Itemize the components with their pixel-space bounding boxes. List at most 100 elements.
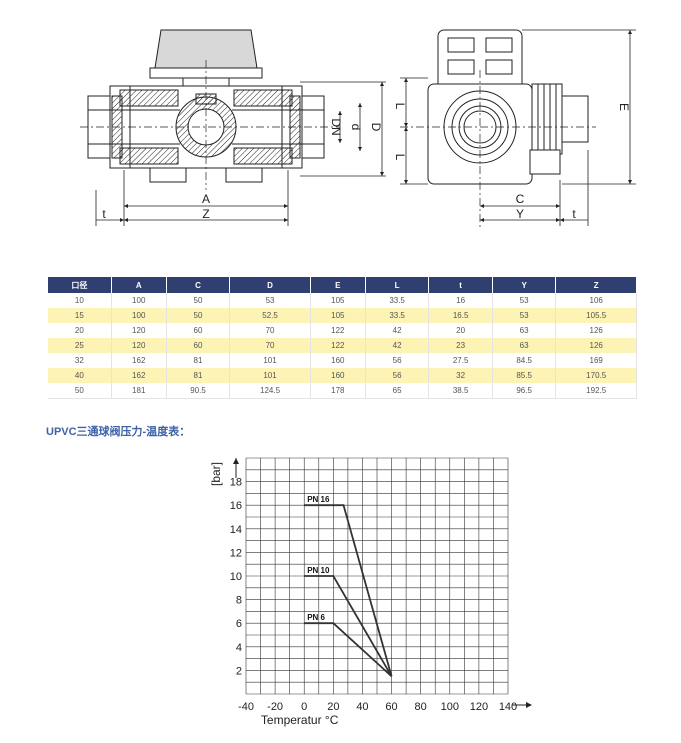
column-header: t bbox=[428, 277, 493, 293]
y-axis-label: [bar] bbox=[209, 462, 223, 486]
x-tick-label: 20 bbox=[327, 701, 339, 713]
series-label: PN 6 bbox=[307, 613, 325, 622]
dim-label-A: A bbox=[202, 192, 210, 206]
table-cell: 122 bbox=[310, 338, 366, 353]
x-tick-label: 100 bbox=[441, 701, 459, 713]
x-tick-label: 140 bbox=[499, 701, 517, 713]
front-view-drawing bbox=[80, 29, 340, 190]
x-axis-label: Temperatur °C bbox=[261, 713, 339, 727]
table-cell: 42 bbox=[365, 338, 430, 353]
column-header: D bbox=[229, 277, 311, 293]
column-header: C bbox=[166, 277, 231, 293]
dim-label-t-front: t bbox=[102, 207, 106, 221]
dim-label-C: C bbox=[516, 192, 525, 206]
table-cell: 32 bbox=[428, 368, 493, 383]
side-view-drawing bbox=[400, 29, 596, 228]
x-axis-arrowhead bbox=[526, 702, 532, 708]
table-cell: 63 bbox=[492, 338, 557, 353]
table-cell: 90.5 bbox=[166, 383, 231, 399]
table-cell: 20 bbox=[48, 323, 112, 338]
table-cell: 105 bbox=[310, 293, 366, 308]
dim-label-D: D bbox=[369, 123, 383, 132]
series-line-pn-16 bbox=[304, 504, 393, 677]
table-header-row: 口径 A C D E L t Y Z bbox=[48, 277, 637, 293]
table-cell: 160 bbox=[310, 368, 366, 383]
table-cell: 181 bbox=[111, 383, 167, 399]
table-cell: 50 bbox=[48, 383, 112, 399]
table-cell: 101 bbox=[229, 353, 311, 368]
dim-label-Z: Z bbox=[202, 207, 209, 221]
x-tick-label: 0 bbox=[301, 701, 307, 713]
table-cell: 38.5 bbox=[428, 383, 493, 399]
dim-label-t-side: t bbox=[572, 207, 576, 221]
table-cell: 81 bbox=[166, 368, 231, 383]
dim-label-E: E bbox=[617, 103, 631, 111]
table-cell: 70 bbox=[229, 323, 311, 338]
table-cell: 16.5 bbox=[428, 308, 493, 323]
table-cell: 162 bbox=[111, 368, 167, 383]
series-line-pn-10 bbox=[304, 575, 393, 677]
y-tick-label: 6 bbox=[236, 618, 242, 630]
table-cell: 170.5 bbox=[555, 368, 637, 383]
table-cell: 100 bbox=[111, 293, 167, 308]
table-cell: 27.5 bbox=[428, 353, 493, 368]
y-tick-label: 18 bbox=[230, 477, 242, 489]
x-tick-label: 80 bbox=[415, 701, 427, 713]
table-cell: 122 bbox=[310, 323, 366, 338]
table-cell: 63 bbox=[492, 323, 557, 338]
table-cell: 50 bbox=[166, 293, 231, 308]
series-line-pn-6 bbox=[304, 622, 393, 677]
table-cell: 126 bbox=[555, 323, 637, 338]
table-cell: 40 bbox=[48, 368, 112, 383]
side-view-dimensions bbox=[400, 29, 636, 226]
dim-label-DN: DN bbox=[329, 118, 343, 135]
x-tick-label: 60 bbox=[385, 701, 397, 713]
table-cell: 160 bbox=[310, 353, 366, 368]
table-cell: 32 bbox=[48, 353, 112, 368]
y-tick-label: 2 bbox=[236, 665, 242, 677]
table-cell: 162 bbox=[111, 353, 167, 368]
table-cell: 52.5 bbox=[229, 308, 311, 323]
table-cell: 105.5 bbox=[555, 308, 637, 323]
table-cell: 15 bbox=[48, 308, 112, 323]
table-cell: 65 bbox=[365, 383, 430, 399]
table-cell: 106 bbox=[555, 293, 637, 308]
table-cell: 20 bbox=[428, 323, 493, 338]
table-cell: 81 bbox=[166, 353, 231, 368]
table-cell: 60 bbox=[166, 323, 231, 338]
x-tick-label: 120 bbox=[470, 701, 488, 713]
table-cell: 23 bbox=[428, 338, 493, 353]
table-cell: 169 bbox=[555, 353, 637, 368]
dim-label-Y: Y bbox=[516, 207, 524, 221]
table-cell: 101 bbox=[229, 368, 311, 383]
table-cell: 70 bbox=[229, 338, 311, 353]
y-tick-label: 12 bbox=[230, 547, 242, 559]
table-cell: 84.5 bbox=[492, 353, 557, 368]
column-header: E bbox=[310, 277, 366, 293]
table-cell: 126 bbox=[555, 338, 637, 353]
table-cell: 25 bbox=[48, 338, 112, 353]
table-cell: 42 bbox=[365, 323, 430, 338]
column-header: Z bbox=[555, 277, 637, 293]
x-tick-label: -20 bbox=[267, 701, 283, 713]
table-cell: 120 bbox=[111, 323, 167, 338]
chart-grid bbox=[245, 457, 509, 695]
table-cell: 53 bbox=[492, 308, 557, 323]
column-header: L bbox=[365, 277, 430, 293]
series-label: PN 10 bbox=[307, 566, 330, 575]
table-cell: 120 bbox=[111, 338, 167, 353]
column-header: A bbox=[111, 277, 167, 293]
x-tick-label: 40 bbox=[356, 701, 368, 713]
y-tick-label: 14 bbox=[230, 524, 242, 536]
table-cell: 105 bbox=[310, 308, 366, 323]
table-cell: 16 bbox=[428, 293, 493, 308]
